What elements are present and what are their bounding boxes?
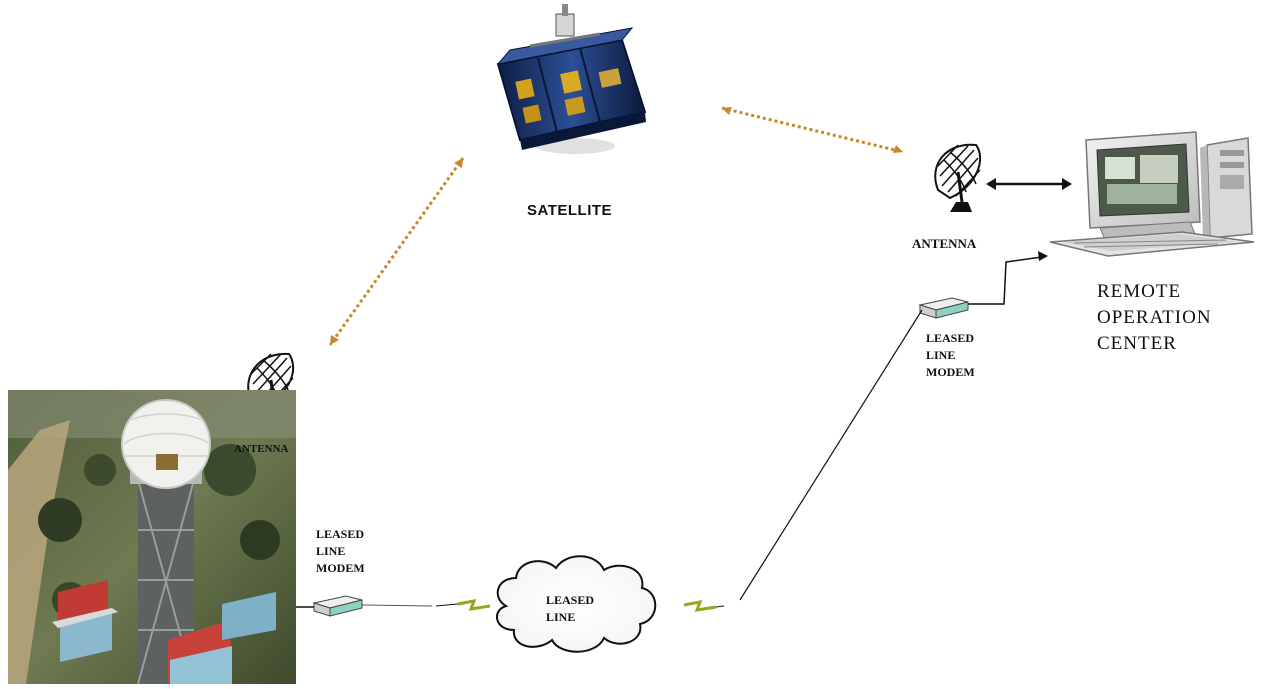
satellite-label: SATELLITE: [527, 202, 613, 219]
modem-icon: [918, 297, 969, 319]
cloud-icon: [496, 555, 657, 653]
modem-site-to-cloud-link: [361, 604, 433, 607]
satellite-link-remote: [721, 106, 904, 154]
antenna-remote-label: ANTENNA: [912, 236, 977, 251]
satellite-icon: [496, 4, 647, 154]
modem-remote-label: LEASED LINE MODEM: [926, 331, 975, 379]
lightning-icon: [435, 599, 491, 611]
antenna-site-label: ANTENNA: [234, 443, 289, 455]
modem-site-label: LEASED LINE MODEM: [316, 527, 365, 575]
leased-line-label: LEASED LINE: [546, 593, 595, 624]
antenna-computer-link: [986, 178, 1072, 190]
lightning-icon: [683, 600, 725, 612]
satellite-link-site: [328, 157, 465, 346]
satellite-dish-icon: [934, 143, 981, 212]
modem-icon: [312, 595, 363, 617]
leased-line-link-remote: [739, 309, 923, 601]
remote-operation-center-label: REMOTE OPERATION CENTER: [1097, 281, 1212, 354]
radar-tower-photo: [8, 390, 296, 685]
desktop-computer-icon: [1049, 131, 1255, 257]
modem-computer-link: [968, 251, 1048, 305]
